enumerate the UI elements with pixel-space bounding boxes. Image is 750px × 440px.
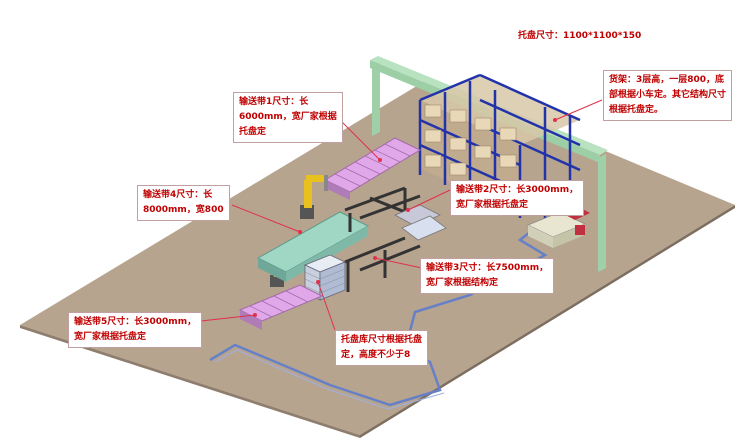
pallet-store-callout-line-2: 定，高度不少于8: [341, 350, 411, 360]
rack-callout-line-3: 根据托盘定。: [609, 105, 664, 115]
pallet-store-callout-line-1: 托盘库尺寸根据托盘: [341, 335, 423, 345]
conveyor-3-callout-line-2: 宽厂家根据结构定: [426, 278, 499, 288]
conveyor-3-callout-line-1: 输送带3尺寸：长7500mm，: [426, 263, 549, 273]
conveyor-2-callout-line-1: 输送带2尺寸：长3000mm，: [456, 185, 579, 195]
robot-arm-upper: [300, 175, 328, 219]
pallet-store-callout: 托盘库尺寸根据托盘 定，高度不少于8: [335, 330, 429, 366]
floor-edge-right: [360, 205, 735, 438]
conveyor-1-callout-line-3: 托盘定: [239, 127, 267, 137]
pallet-store: [303, 254, 347, 301]
pallet-size-title: 托盘尺寸：1100*1100*150: [518, 31, 642, 41]
conveyor-2-bed: [394, 204, 447, 241]
conveyor-5-callout-line-1: 输送带5尺寸：长3000mm，: [74, 317, 197, 327]
conveyor-2-callout: 输送带2尺寸：长3000mm， 宽厂家根据托盘定: [450, 180, 585, 216]
conveyor-3-frame: [344, 236, 421, 292]
conveyor-5-callout: 输送带5尺寸：长3000mm， 宽厂家根据托盘定: [68, 312, 203, 348]
rack-callout-line-1: 货架：3层高，一层800，底: [609, 75, 725, 85]
leader-dots: [253, 118, 557, 317]
conveyor-5: [238, 284, 324, 330]
conveyor-5-callout-line-2: 宽厂家根据托盘定: [74, 332, 147, 342]
conveyor-1-callout: 输送带1尺寸：长 6000mm，宽厂家根据 托盘定: [233, 92, 343, 143]
conveyor-3-callout: 输送带3尺寸：长7500mm， 宽厂家根据结构定: [420, 258, 555, 294]
conveyor-4-callout-line-1: 输送带4尺寸：长: [143, 190, 213, 200]
conveyor-2-callout-line-2: 宽厂家根据托盘定: [456, 200, 529, 210]
conveyor-1-callout-line-2: 6000mm，宽厂家根据: [239, 112, 337, 122]
rack-callout: 货架：3层高，一层800，底 部根据小车定。其它结构尺寸 根据托盘定。: [603, 70, 733, 121]
conveyor-4-callout-line-2: 8000mm，宽800: [143, 205, 224, 215]
conveyor-1-callout-line-1: 输送带1尺寸：长: [239, 97, 309, 107]
agv-track-inner: [214, 349, 445, 410]
rack-callout-line-2: 部根据小车定。其它结构尺寸: [609, 90, 727, 100]
agv-track: [209, 231, 548, 407]
conveyor-4-callout: 输送带4尺寸：长 8000mm，宽800: [137, 185, 230, 221]
floor-edge: [20, 325, 360, 438]
